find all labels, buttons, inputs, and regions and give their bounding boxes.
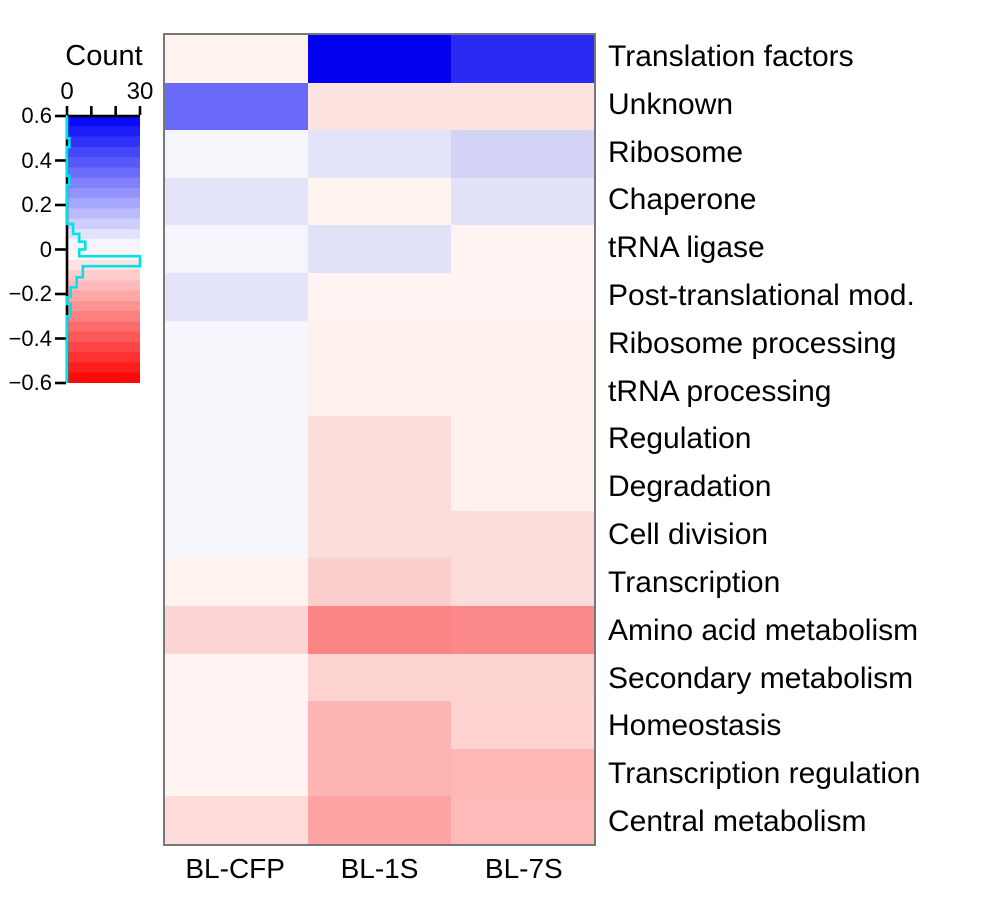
heatmap-cell-ribosome-processing-bl-7s	[451, 320, 594, 369]
heatmap-cell-regulation-bl-7s	[451, 415, 594, 464]
heatmap-cell-secondary-metabolism-bl-1s	[308, 653, 451, 702]
color-key-title: Count	[65, 40, 143, 72]
heatmap-cell-translation-factors-bl-cfp	[165, 35, 308, 83]
row-label-ribosome: Ribosome	[608, 135, 744, 169]
color-key	[55, 106, 142, 385]
heatmap-cell-secondary-metabolism-bl-7s	[451, 653, 594, 702]
heatmap-cell-transcription-regulation-bl-7s	[451, 748, 594, 797]
color-key-value-tick-0-2: −0.2	[8, 281, 52, 306]
count-histogram-line	[65, 116, 142, 383]
heatmap-cell-cell-division-bl-cfp	[165, 510, 308, 559]
heatmap-cell-translation-factors-bl-7s	[451, 35, 594, 83]
heatmap-cell-cell-division-bl-7s	[451, 510, 594, 559]
heatmap-cell-amino-acid-metabolism-bl-cfp	[165, 606, 308, 654]
heatmap-cell-post-translational-mod-bl-7s	[451, 272, 594, 321]
row-label-central-metabolism: Central metabolism	[608, 805, 867, 839]
color-key-value-tick-0-6: −0.6	[8, 370, 52, 395]
heatmap-cell-trna-ligase-bl-7s	[451, 225, 594, 273]
heatmap-cell-degradation-bl-cfp	[165, 463, 308, 511]
heatmap-cell-cell-division-bl-1s	[308, 510, 451, 559]
color-key-value-tick-0-2: 0.2	[21, 192, 52, 217]
heatmap-cell-chaperone-bl-1s	[308, 177, 451, 226]
heatmap-cell-ribosome-processing-bl-cfp	[165, 320, 308, 369]
color-key-value-tick-0-4: −0.4	[8, 325, 52, 351]
heatmap-cell-translation-factors-bl-1s	[308, 35, 451, 83]
heatmap-cell-amino-acid-metabolism-bl-1s	[308, 606, 451, 654]
heatmap-cell-post-translational-mod-bl-cfp	[165, 272, 308, 321]
heatmap-cell-amino-acid-metabolism-bl-7s	[451, 606, 594, 654]
row-label-homeostasis: Homeostasis	[608, 709, 782, 743]
heatmap-cell-homeostasis-bl-cfp	[165, 701, 308, 749]
heatmap-cell-secondary-metabolism-bl-cfp	[165, 653, 308, 702]
heatmap-cell-ribosome-bl-1s	[308, 130, 451, 178]
heatmap-cell-transcription-bl-7s	[451, 558, 594, 607]
heatmap-cell-chaperone-bl-cfp	[165, 177, 308, 226]
heatmap-cell-ribosome-bl-cfp	[165, 130, 308, 178]
row-label-unknown: Unknown	[608, 87, 734, 121]
heatmap-cell-transcription-regulation-bl-1s	[308, 748, 451, 797]
column-label-bl-cfp: BL-CFP	[185, 853, 285, 884]
row-label-regulation: Regulation	[608, 422, 752, 456]
row-label-secondary-metabolism: Secondary metabolism	[608, 661, 914, 695]
heatmap-cell-trna-processing-bl-7s	[451, 368, 594, 416]
heatmap-cell-unknown-bl-1s	[308, 82, 451, 131]
color-key-value-tick-0-6: 0.6	[21, 103, 52, 128]
heatmap-cell-central-metabolism-bl-1s	[308, 796, 451, 844]
heatmap-cell-homeostasis-bl-7s	[451, 701, 594, 749]
heatmap-grid	[163, 33, 596, 846]
row-label-ribosome-processing: Ribosome processing	[608, 326, 897, 360]
color-key-value-tick-0: 0	[39, 236, 52, 262]
heatmap-cell-degradation-bl-7s	[451, 463, 594, 511]
heatmap-cell-chaperone-bl-7s	[451, 177, 594, 226]
heatmap-cell-trna-ligase-bl-cfp	[165, 225, 308, 273]
column-label-bl-1s: BL-1S	[340, 853, 419, 884]
row-label-amino-acid-metabolism: Amino acid metabolism	[608, 613, 919, 647]
heatmap-cell-transcription-bl-1s	[308, 558, 451, 607]
heatmap-cell-regulation-bl-cfp	[165, 415, 308, 464]
row-label-transcription-regulation: Transcription regulation	[608, 757, 921, 791]
heatmap-cell-ribosome-processing-bl-1s	[308, 320, 451, 369]
row-label-trna-ligase: tRNA ligase	[608, 231, 765, 265]
heatmap-cell-transcription-regulation-bl-cfp	[165, 748, 308, 797]
row-label-cell-division: Cell division	[608, 518, 769, 552]
heatmap-cell-regulation-bl-1s	[308, 415, 451, 464]
heatmap-cell-homeostasis-bl-1s	[308, 701, 451, 749]
heatmap-cell-trna-processing-bl-1s	[308, 368, 451, 416]
heatmap-cell-post-translational-mod-bl-1s	[308, 272, 451, 321]
row-label-translation-factors: Translation factors	[608, 39, 854, 73]
color-key-count-tick-label-max: 30	[126, 78, 154, 105]
row-label-chaperone: Chaperone	[608, 183, 757, 217]
row-label-degradation: Degradation	[608, 470, 772, 504]
color-key-value-tick-0-4: 0.4	[21, 147, 52, 173]
heatmap-cell-trna-processing-bl-cfp	[165, 368, 308, 416]
column-label-bl-7s: BL-7S	[484, 853, 563, 884]
heatmap-cell-ribosome-bl-7s	[451, 130, 594, 178]
heatmap-cell-central-metabolism-bl-7s	[451, 796, 594, 844]
heatmap-cell-degradation-bl-1s	[308, 463, 451, 511]
row-label-trna-processing: tRNA processing	[608, 374, 832, 408]
row-label-post-translational-mod: Post-translational mod.	[608, 279, 915, 313]
heatmap-column-labels: BL-CFP BL-1S BL-7S	[163, 852, 596, 888]
row-label-transcription: Transcription	[608, 565, 781, 599]
heatmap-cell-trna-ligase-bl-1s	[308, 225, 451, 273]
heatmap-cell-transcription-bl-cfp	[165, 558, 308, 607]
heatmap-cell-unknown-bl-7s	[451, 82, 594, 131]
color-key-count-tick-label-min: 0	[60, 78, 74, 105]
heatmap-cell-unknown-bl-cfp	[165, 82, 308, 131]
heatmap-cell-central-metabolism-bl-cfp	[165, 796, 308, 844]
